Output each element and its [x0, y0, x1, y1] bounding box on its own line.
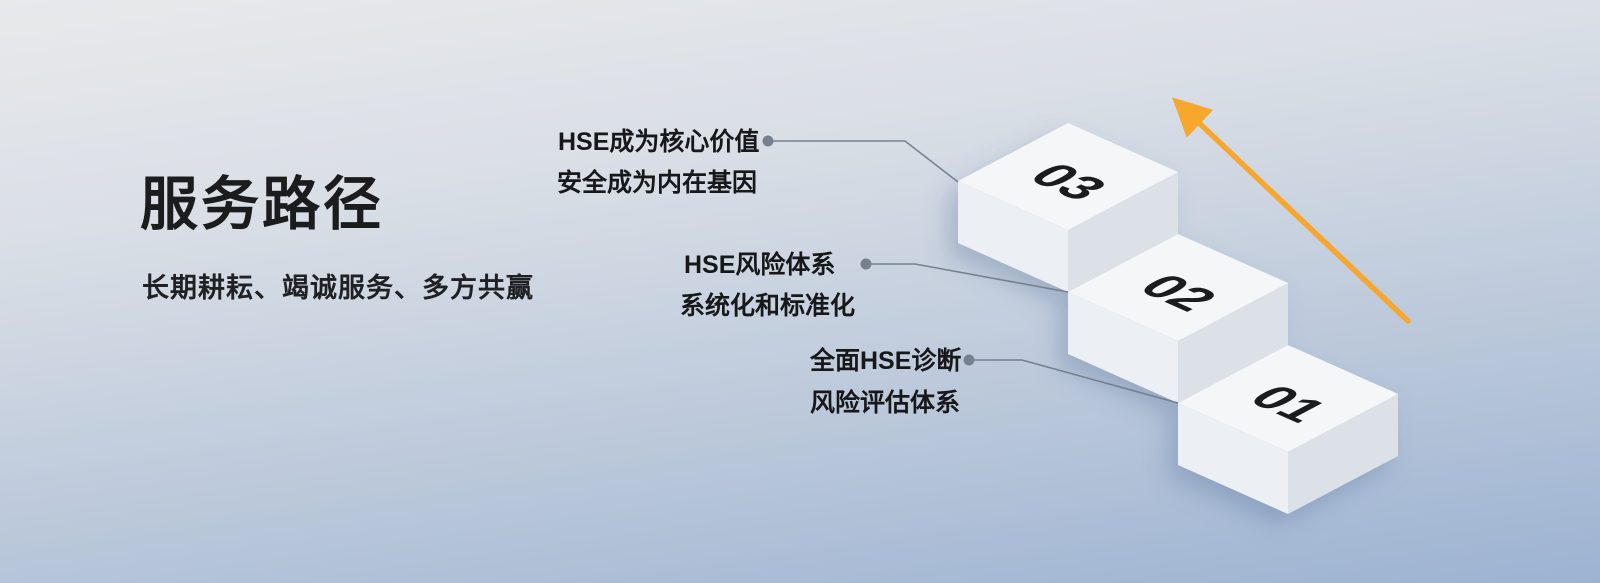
step-02-label-line1: HSE风险体系 [684, 250, 835, 279]
page-subtitle: 长期耕耘、竭诚服务、多方共赢 [142, 273, 534, 303]
step-01-left-face [1178, 403, 1288, 514]
step-02-right-face [1178, 283, 1288, 403]
staircase-steps [958, 123, 1398, 514]
step-01-connector-dot [963, 354, 975, 366]
step-03-label-line2: 安全成为内在基因 [557, 168, 757, 197]
step-03-label-line1: HSE成为核心价值 [558, 127, 759, 156]
step-03-top-face [958, 123, 1178, 230]
step-01-connector-line [969, 359, 1179, 404]
step-03-connector-dot [762, 135, 774, 147]
step-03-left-face [958, 181, 1068, 292]
step-02-connector-dot [860, 258, 872, 270]
step-01-label-line1: 全面HSE诊断 [809, 346, 961, 375]
page-title: 服务路径 [140, 172, 385, 237]
step-02-top-face [1068, 234, 1288, 341]
step-02-connector-line [866, 263, 1069, 293]
growth-arrow [1172, 97, 1411, 324]
step-02-left-face [1068, 292, 1178, 403]
step-01-label-line2: 风险评估体系 [810, 388, 960, 417]
step-01-top-face [1178, 345, 1398, 452]
step-03-connector-line [768, 140, 959, 183]
step-02-label-line2: 系统化和标准化 [680, 291, 855, 320]
step-01-right-face [1288, 394, 1398, 514]
step-03-right-face [1068, 172, 1178, 292]
